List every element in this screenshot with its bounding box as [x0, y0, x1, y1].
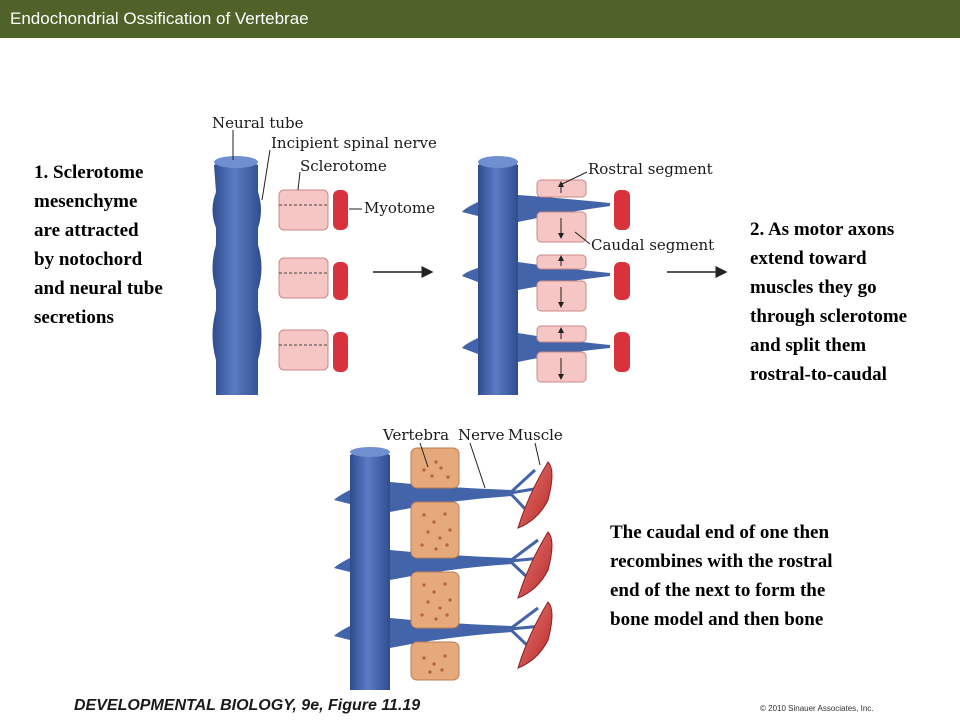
label-vertebra: Vertebra: [382, 426, 449, 444]
neural-tube-1-top: [214, 156, 258, 168]
sclerotome-blocks-1: [278, 189, 329, 371]
neural-tube-2: [478, 159, 518, 395]
label-caudal-segment: Caudal segment: [591, 236, 714, 254]
neural-tube-3: [350, 450, 390, 690]
copyright-notice: © 2010 Sinauer Associates, Inc.: [760, 704, 874, 713]
myotome-blocks-1: [333, 190, 348, 372]
neural-tube-1: [212, 158, 262, 395]
muscles-3: [517, 461, 553, 669]
figure-citation: DEVELOPMENTAL BIOLOGY, 9e, Figure 11.19: [74, 697, 421, 714]
label-sclerotome: Sclerotome: [300, 157, 387, 175]
neural-tube-2-top: [478, 156, 518, 168]
label-incipient-spinal-nerve: Incipient spinal nerve: [271, 134, 437, 152]
panel-3: Vertebra Nerve Muscle: [334, 426, 563, 690]
label-muscle: Muscle: [508, 426, 563, 444]
step-3-text: The caudal end of one then recombines wi…: [610, 522, 833, 630]
slide-title: Endochondrial Ossification of Vertebrae: [10, 9, 309, 28]
label-myotome: Myotome: [364, 199, 435, 217]
title-bar: Endochondrial Ossification of Vertebrae: [0, 0, 960, 38]
neural-tube-3-top: [350, 447, 390, 457]
step-1-text: 1. Sclerotome mesenchyme are attracted b…: [34, 162, 163, 328]
step-2-text: 2. As motor axons extend toward muscles …: [750, 219, 908, 385]
myotome-blocks-2: [614, 190, 630, 372]
label-rostral-segment: Rostral segment: [588, 160, 713, 178]
panel-1: Neural tube Incipient spinal nerve Scler…: [212, 114, 437, 395]
label-neural-tube: Neural tube: [212, 114, 304, 132]
vertebra-speckles-3: [420, 460, 452, 674]
panel-2: Rostral segment Caudal segment: [462, 156, 714, 395]
label-nerve: Nerve: [458, 426, 505, 444]
